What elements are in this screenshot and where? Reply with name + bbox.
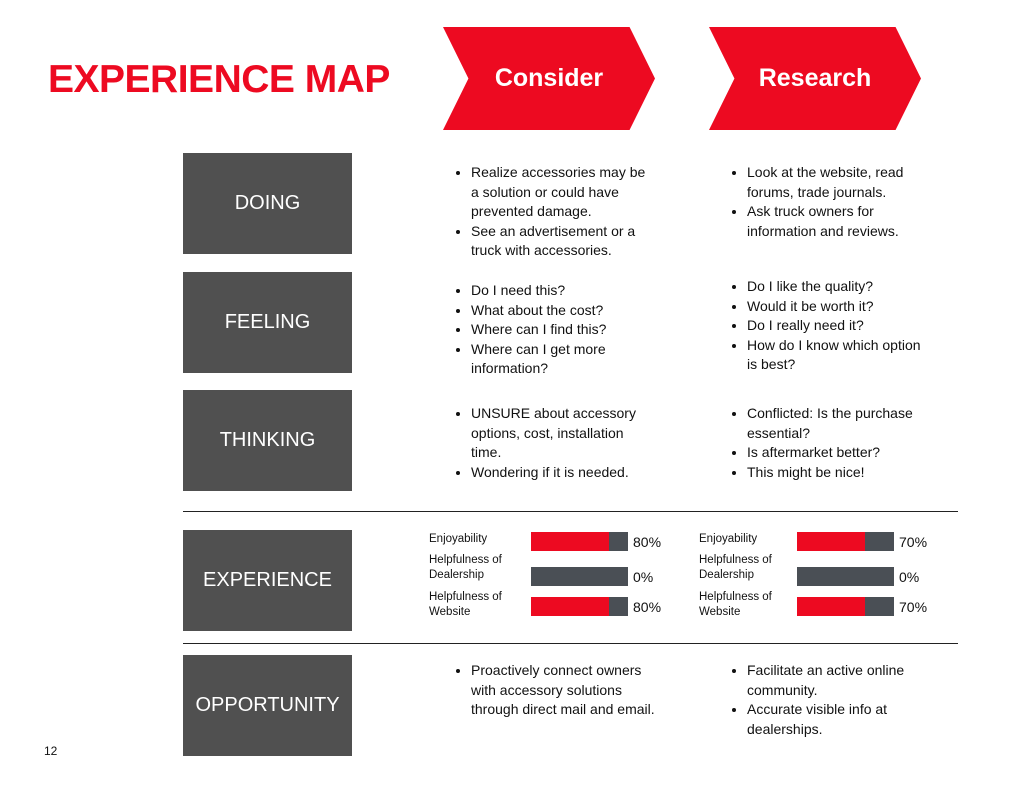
feeling-research-list: Do I like the quality?Would it be worth … [732,277,922,375]
row-label-experience: EXPERIENCE [183,530,352,631]
rating-bar-fill [531,597,609,616]
bullet-item: Where can I get more information? [471,340,656,379]
bullet-item: Do I really need it? [747,316,922,336]
rating-value: 80% [633,599,662,615]
divider [183,643,958,644]
rating-value: 70% [899,534,928,550]
bullet-item: Do I need this? [471,281,656,301]
rating-bar-fill [797,597,865,616]
bullet-item: Ask truck owners for information and rev… [747,202,922,241]
bullet-item: Facilitate an active online community. [747,661,922,700]
rating-bar [797,567,894,586]
doing-consider-list: Realize accessories may be a solution or… [456,163,656,261]
feeling-consider-list: Do I need this?What about the cost?Where… [456,281,656,379]
page-number: 12 [44,744,58,758]
divider [183,511,958,512]
bullet-item: Proactively connect owners with accessor… [471,661,656,720]
rating-label: Helpfulness of Dealership [429,554,502,581]
thinking-consider-list: UNSURE about accessory options, cost, in… [456,404,656,482]
rating-label: Helpfulness of Dealership [699,554,772,581]
rating-bar [531,597,628,616]
row-label-thinking: THINKING [183,390,352,491]
thinking-research-list: Conflicted: Is the purchase essential?Is… [732,404,922,482]
rating-label: Helpfulness of Website [699,591,772,618]
bullet-item: Realize accessories may be a solution or… [471,163,656,222]
rating-bar [531,567,628,586]
rating-bar [797,597,894,616]
doing-research-list: Look at the website, read forums, trade … [732,163,922,241]
rating-value: 0% [899,569,920,585]
stage-research: Research [709,27,921,130]
bullet-item: Look at the website, read forums, trade … [747,163,922,202]
bullet-item: Accurate visible info at dealerships. [747,700,922,739]
bullet-item: This might be nice! [747,463,922,483]
rating-bar-fill [797,532,865,551]
bullet-item: Conflicted: Is the purchase essential? [747,404,922,443]
rating-value: 0% [633,569,654,585]
rating-bar [531,532,628,551]
row-label-feeling: FEELING [183,272,352,373]
bullet-item: UNSURE about accessory options, cost, in… [471,404,656,463]
rating-value: 80% [633,534,662,550]
bullet-item: Where can I find this? [471,320,656,340]
bullet-item: Do I like the quality? [747,277,922,297]
bullet-item: Wondering if it is needed. [471,463,656,483]
bullet-item: See an advertisement or a truck with acc… [471,222,656,261]
row-label-opportunity: OPPORTUNITY [183,655,352,756]
page-title: EXPERIENCE MAP [48,58,390,101]
rating-value: 70% [899,599,928,615]
rating-bar-fill [531,532,609,551]
rating-label: Helpfulness of Website [429,591,502,618]
row-label-doing: DOING [183,153,352,254]
bullet-item: Is aftermarket better? [747,443,922,463]
rating-bar [797,532,894,551]
opportunity-consider-list: Proactively connect owners with accessor… [456,661,656,720]
rating-label: Enjoyability [429,533,488,545]
bullet-item: Would it be worth it? [747,297,922,317]
opportunity-research-list: Facilitate an active online community.Ac… [732,661,922,739]
bullet-item: How do I know which option is best? [747,336,922,375]
bullet-item: What about the cost? [471,301,656,321]
rating-label: Enjoyability [699,533,758,545]
stage-consider: Consider [443,27,655,130]
